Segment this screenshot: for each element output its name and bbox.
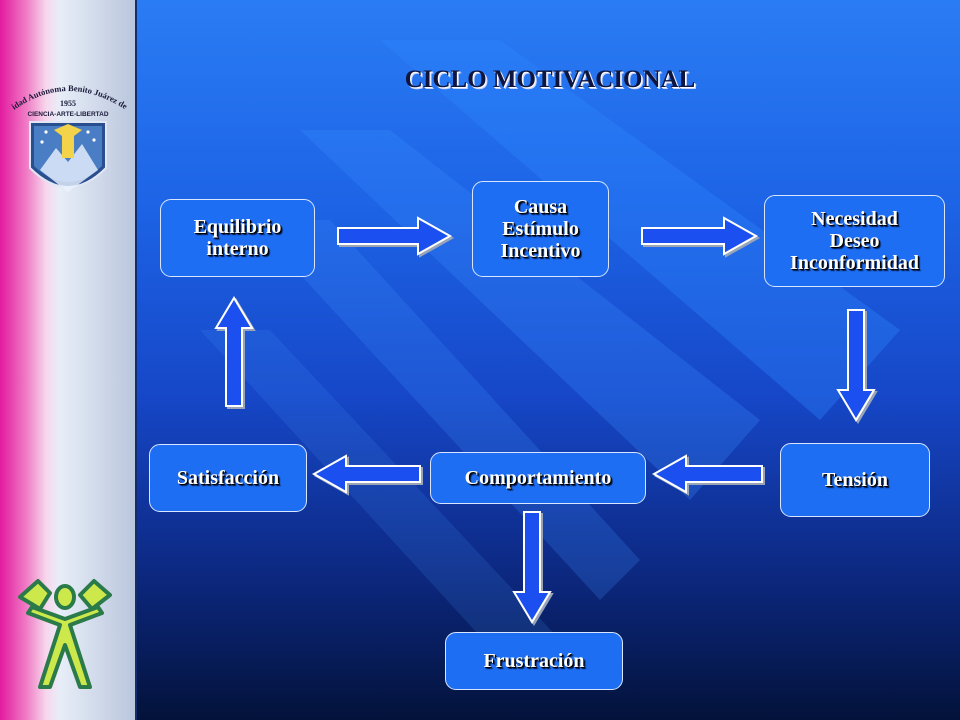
- node-frustracion-label: Frustración: [483, 650, 585, 672]
- node-equilibrio-interno: Equilibrio interno: [160, 199, 315, 277]
- node-comportamiento-label: Comportamiento: [464, 467, 612, 489]
- node-tension: Tensión: [780, 443, 930, 517]
- seal-year: 1955: [60, 99, 76, 108]
- node-comportamiento: Comportamiento: [430, 452, 646, 504]
- node-satisfaccion: Satisfacción: [149, 444, 307, 512]
- page-title: CICLO MOTIVACIONAL: [404, 66, 696, 93]
- node-frustracion: Frustración: [445, 632, 623, 690]
- figure-logo: [18, 579, 112, 689]
- arrow-tension-to-comportamiento: [651, 454, 763, 494]
- arrow-necesidad-to-tension: [836, 309, 876, 422]
- node-causa-line3: Incentivo: [500, 240, 581, 262]
- node-necesidad-line2: Deseo: [829, 230, 880, 252]
- node-necesidad: Necesidad Deseo Inconformidad: [764, 195, 945, 287]
- university-seal: Universidad Autónoma Benito Juárez de Oa…: [4, 70, 129, 192]
- node-necesidad-line3: Inconformidad: [790, 252, 919, 274]
- node-satisfaccion-label: Satisfacción: [176, 467, 280, 489]
- node-tension-label: Tensión: [822, 469, 888, 491]
- node-causa-line1: Causa: [513, 196, 568, 218]
- arrow-comportamiento-to-satisfaccion: [311, 454, 421, 494]
- node-equilibrio-line1: Equilibrio: [193, 216, 282, 238]
- node-causa-line2: Estímulo: [502, 218, 579, 240]
- seal-motto: CIENCIA-ARTE-LIBERTAD: [27, 111, 108, 118]
- arrow-equilibrio-to-causa: [337, 216, 453, 256]
- arrow-comportamiento-to-frustracion: [512, 511, 552, 624]
- arrow-causa-to-necesidad: [641, 216, 759, 256]
- node-necesidad-line1: Necesidad: [811, 208, 898, 230]
- node-equilibrio-line2: interno: [206, 238, 269, 260]
- arrow-satisfaccion-to-equilibrio: [214, 296, 254, 407]
- node-causa: Causa Estímulo Incentivo: [472, 181, 609, 277]
